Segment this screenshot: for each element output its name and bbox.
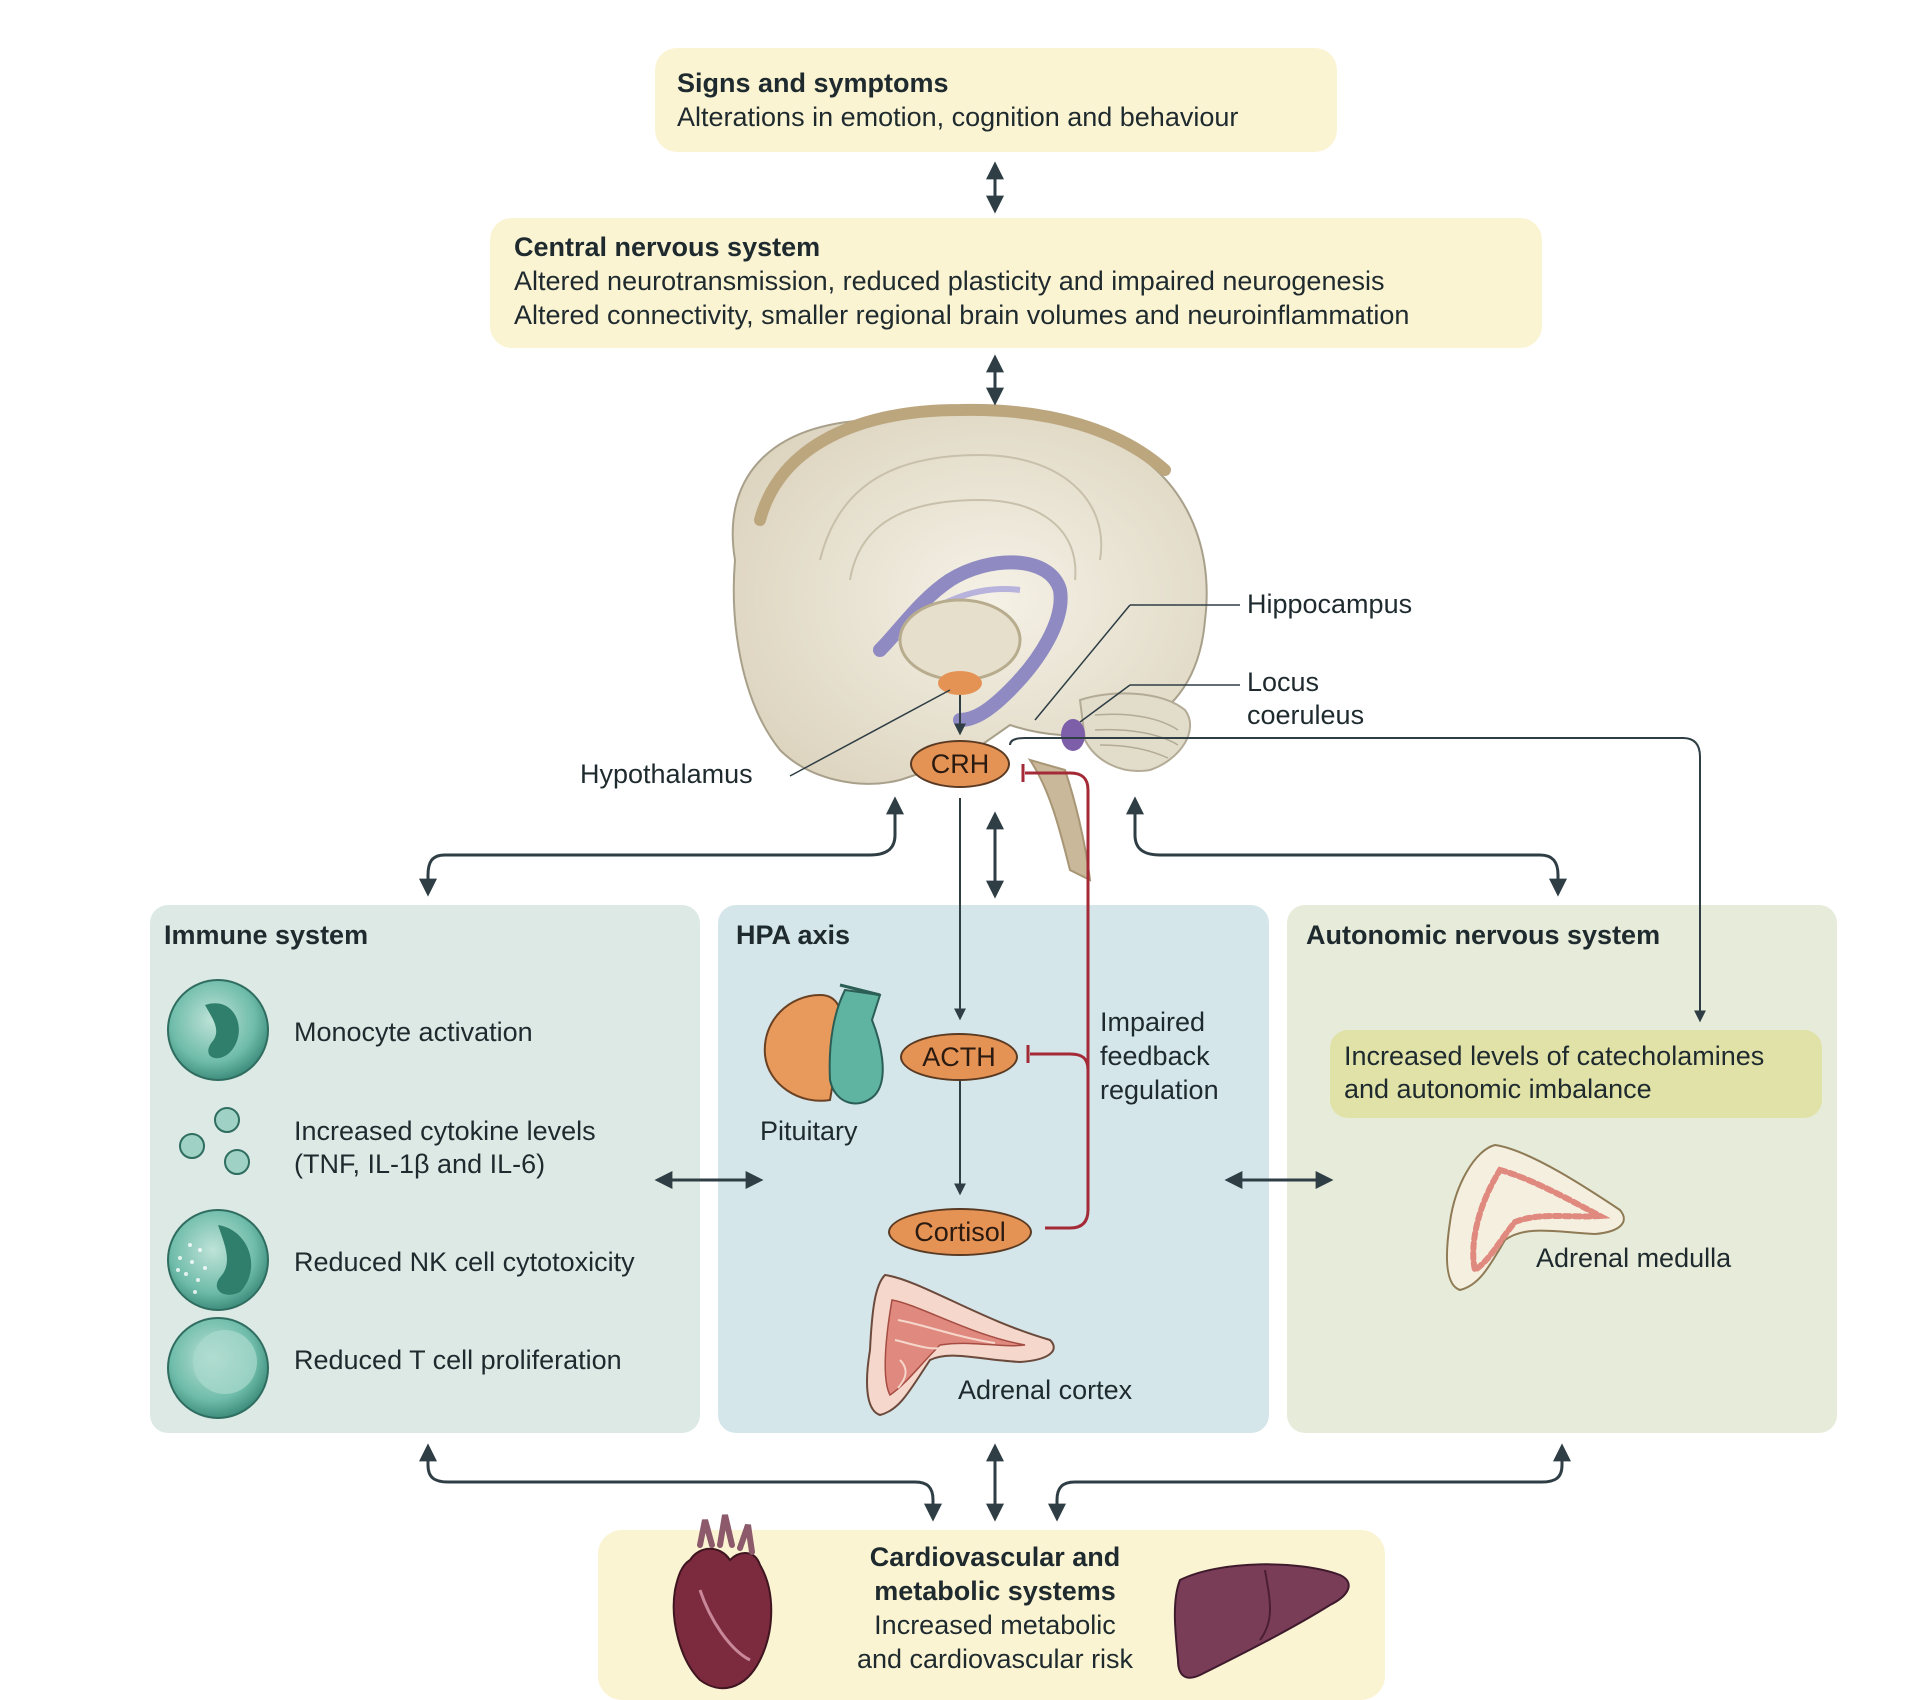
immune-title: Immune system <box>164 920 369 950</box>
signs-title: Signs and symptoms <box>677 68 949 98</box>
locus-label-2: coeruleus <box>1247 700 1365 730</box>
acth-node: ACTH <box>900 1033 1018 1081</box>
hippocampus-label: Hippocampus <box>1247 589 1413 619</box>
signs-box: Signs and symptoms Alterations in emotio… <box>655 48 1337 152</box>
cardio-title-1: Cardiovascular and <box>869 1542 1121 1572</box>
feedback-label-3: regulation <box>1100 1075 1219 1105</box>
cardio-text: Cardiovascular and metabolic systems Inc… <box>820 1540 1170 1676</box>
hpa-title: HPA axis <box>736 920 851 950</box>
cardio-title-2: metabolic systems <box>874 1576 1116 1606</box>
brain-illustration <box>731 403 1208 882</box>
locus-pointer <box>1079 684 1131 723</box>
immune-item-monocyte: Monocyte activation <box>294 1017 533 1047</box>
cns-box: Central nervous system Altered neurotran… <box>490 218 1542 348</box>
cns-title: Central nervous system <box>514 232 821 262</box>
catecholamines-box: Increased levels of catecholamines and a… <box>1330 1030 1822 1118</box>
adrenal-cortex-label: Adrenal cortex <box>958 1375 1133 1405</box>
ans-panel <box>1287 905 1837 1433</box>
adrenal-medulla-label: Adrenal medulla <box>1536 1243 1732 1273</box>
cortisol-node: Cortisol <box>888 1208 1032 1256</box>
cns-line-2: Altered connectivity, smaller regional b… <box>514 300 1410 330</box>
cns-line-1: Altered neurotransmission, reduced plast… <box>514 266 1385 296</box>
feedback-label-2: feedback <box>1100 1041 1210 1071</box>
immune-item-cytokine: Increased cytokine levels <box>294 1116 596 1146</box>
signs-line: Alterations in emotion, cognition and be… <box>677 102 1239 132</box>
feedback-label-1: Impaired <box>1100 1007 1206 1037</box>
crh-node: CRH <box>910 740 1010 788</box>
immune-item-nk: Reduced NK cell cytotoxicity <box>294 1247 635 1277</box>
ans-title: Autonomic nervous system <box>1306 920 1661 950</box>
catecholamines-line-2: and autonomic imbalance <box>1344 1074 1652 1104</box>
pituitary-label: Pituitary <box>760 1116 858 1146</box>
hippocampus-pointer <box>1034 604 1131 721</box>
immune-item-tcell: Reduced T cell proliferation <box>294 1345 622 1375</box>
locus-label-1: Locus <box>1247 667 1320 697</box>
cardio-line-1: Increased metabolic <box>874 1610 1116 1640</box>
cardio-line-2: and cardiovascular risk <box>856 1644 1134 1674</box>
catecholamines-line-1: Increased levels of catecholamines <box>1344 1041 1765 1071</box>
hypothalamus-label: Hypothalamus <box>580 759 753 789</box>
immune-item-cytokine-detail: (TNF, IL-1β and IL-6) <box>294 1149 546 1179</box>
hpa-panel <box>718 905 1269 1433</box>
